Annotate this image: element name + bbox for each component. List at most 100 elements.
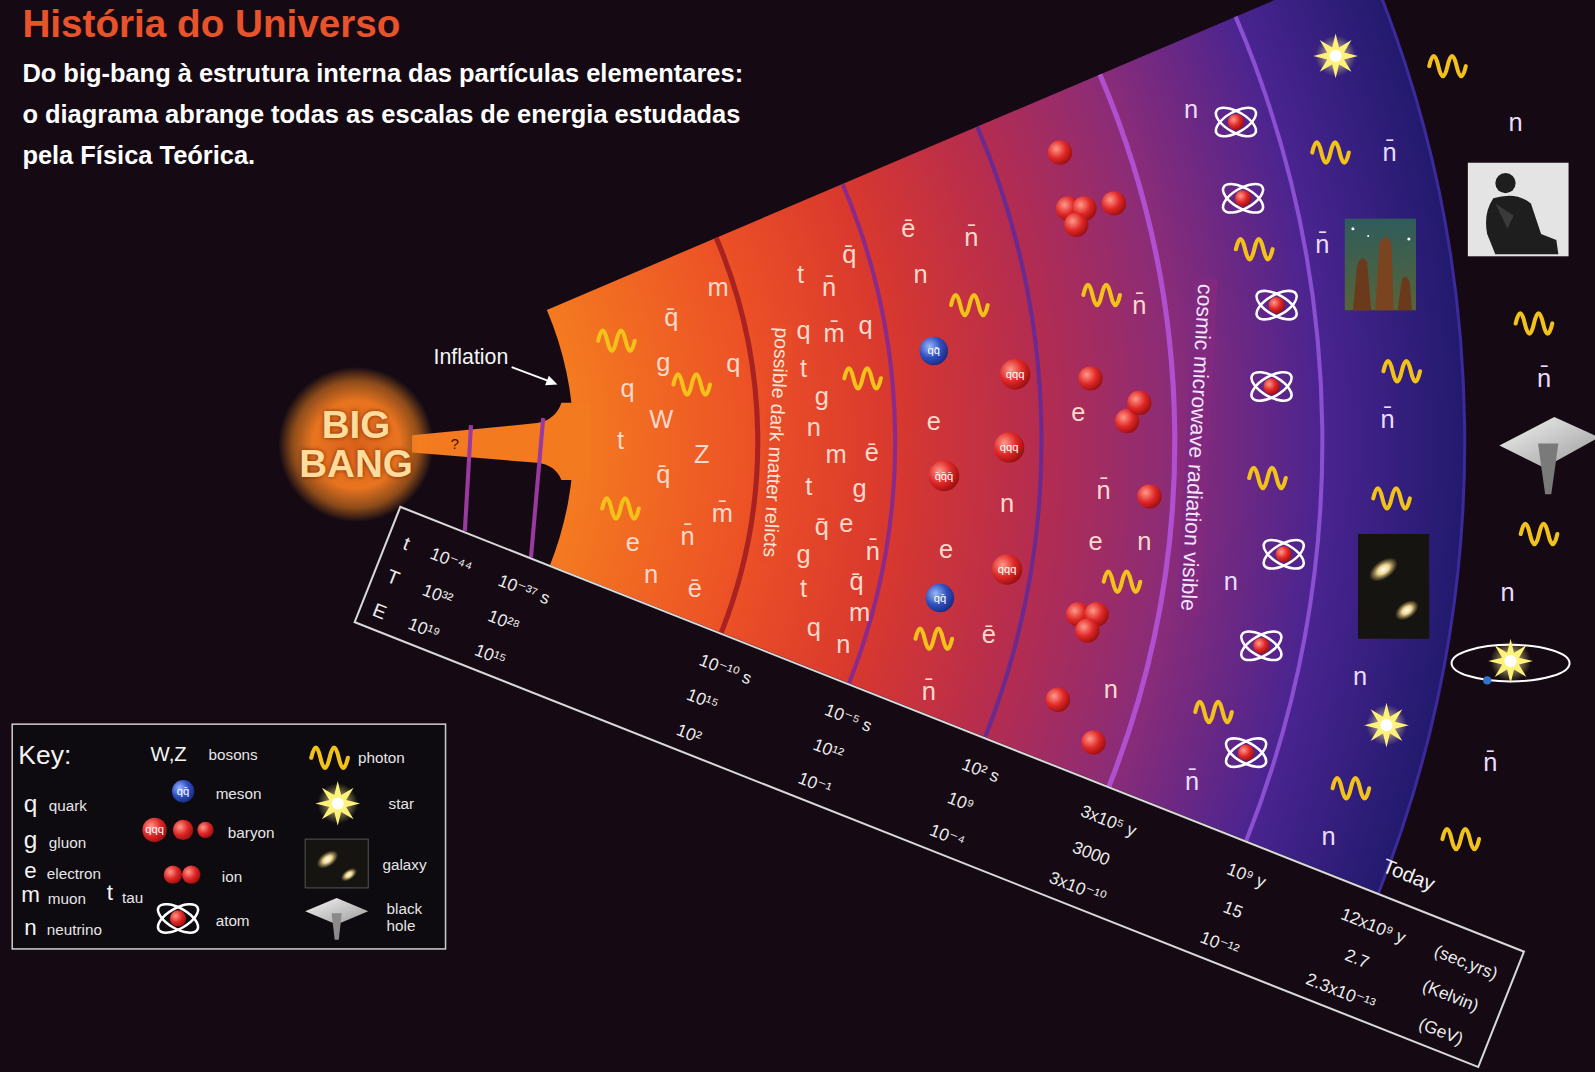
legend-symbol: g: [24, 828, 38, 852]
scale-value: E: [370, 600, 389, 623]
legend-label: star: [389, 796, 414, 811]
particle-symbol: n: [1184, 97, 1198, 122]
photon-wave: [598, 331, 635, 351]
galaxy-picture: [305, 839, 368, 888]
scale-value: 10⁻⁴: [927, 821, 967, 850]
particle-symbol: q: [807, 615, 821, 640]
particle-symbol: n̄: [922, 679, 936, 704]
scale-value: 12x10⁹ y: [1339, 905, 1409, 946]
quark-content: qqq: [145, 824, 164, 835]
photon-wave: [1195, 702, 1232, 722]
photon-wave: [311, 748, 348, 768]
particle-symbol: n: [1353, 664, 1367, 689]
legend-label: baryon: [228, 824, 275, 839]
leader-arrow: [512, 367, 549, 381]
particle-symbol: g: [852, 475, 866, 500]
scale-value: (Kelvin): [1420, 977, 1481, 1015]
particle-symbol: e: [839, 511, 853, 536]
legend-label: muon: [48, 890, 86, 905]
scale-value: 10² s: [960, 755, 1002, 785]
galaxy-picture: [1358, 534, 1429, 639]
particle-symbol: t: [797, 262, 804, 287]
particle-symbol: W: [649, 406, 673, 431]
star-symbol: [1364, 703, 1409, 748]
baryon-ball: [1000, 359, 1031, 390]
scale-value: 3x10⁵ y: [1078, 802, 1138, 839]
quark-content: q̄q̄q̄: [935, 470, 954, 481]
big-bang-text: BIG BANG: [299, 406, 413, 483]
title: História do Universo: [22, 4, 400, 43]
legend-symbol: t: [107, 882, 113, 904]
particle-symbol: n: [807, 414, 821, 439]
photon-wave: [1442, 829, 1479, 849]
particle-symbol: m̄: [712, 501, 733, 526]
photon-wave: [1373, 488, 1410, 508]
photon-wave: [951, 295, 988, 315]
scale-value: 10⁹: [945, 789, 976, 815]
legend-label: gluon: [49, 835, 86, 850]
particle-symbol: q: [621, 376, 635, 401]
particle-symbol: n̄: [1483, 750, 1497, 775]
meson-ball: [920, 337, 948, 365]
particle-symbol: e: [939, 537, 953, 562]
legend-label: galaxy: [382, 857, 426, 872]
baryon-ball: [173, 820, 193, 840]
legend-symbol: W,Z: [151, 743, 187, 763]
legend-label: tau: [122, 889, 143, 904]
legend-heading: Key:: [18, 741, 71, 767]
photon-wave: [1249, 468, 1286, 488]
meson-ball: [926, 584, 954, 612]
atom-symbol: [154, 898, 203, 938]
particle-symbol: n̄: [1132, 292, 1146, 317]
particle-symbol: ē: [865, 440, 879, 465]
particle-symbol: n̄: [1185, 768, 1199, 793]
legend-symbol: e: [24, 859, 36, 881]
quark-content: qq̄: [928, 345, 940, 356]
legend-label: quark: [49, 798, 87, 813]
particle-symbol: Z: [694, 442, 710, 467]
history-cone: [547, 0, 1465, 893]
particle-symbol: e: [1088, 528, 1102, 553]
era-line: [977, 127, 1041, 737]
particle-symbol: n: [914, 262, 928, 287]
particle-symbol: t: [800, 575, 807, 600]
era-line: [531, 418, 543, 557]
particle-symbol: ē: [982, 622, 996, 647]
particle-symbol: n̄: [964, 224, 978, 249]
particle-symbol: t: [805, 473, 812, 498]
scale-value: 10³²: [420, 581, 455, 608]
era-line: [1367, 0, 1465, 893]
particle-symbol: n̄: [1380, 406, 1394, 431]
scale-value: T: [384, 566, 402, 588]
caption: Do big-bang à estrutura interna das part…: [22, 53, 765, 175]
star-symbol: [315, 781, 360, 826]
scale-value: (GeV): [1416, 1015, 1465, 1048]
legend-frame: [12, 724, 445, 949]
particle-symbol: q̄: [664, 305, 678, 330]
particle-symbol: q̄: [849, 569, 863, 594]
particle-symbol: e: [626, 529, 640, 554]
baryon-ball: [992, 554, 1023, 585]
ions: [1046, 140, 1162, 754]
legend-label: electron: [47, 866, 101, 881]
scale-value: 10²: [674, 721, 704, 746]
scale-value: 2.3x10⁻¹³: [1304, 970, 1378, 1013]
baryon-ball: [929, 461, 960, 492]
nebula-picture: [1345, 219, 1416, 311]
particle-symbol: m: [708, 275, 729, 300]
particle-symbol: n: [644, 562, 658, 587]
photon-wave: [1083, 285, 1120, 305]
today-label: Today: [1380, 855, 1438, 894]
big-bang-glow: BIG BANG: [279, 367, 434, 522]
scale-value: 3000: [1070, 838, 1112, 868]
baryon-ball: [142, 818, 166, 842]
photon-wave: [1521, 524, 1558, 544]
quark-content: qq̄: [934, 592, 946, 603]
inflation-neck: [412, 403, 590, 480]
particle-symbol: n̄: [866, 539, 880, 564]
particle-symbol: n: [1500, 579, 1514, 604]
atom-symbol: [1252, 285, 1301, 325]
thinker-picture: [1468, 163, 1569, 257]
particle-symbol: ē: [901, 216, 915, 241]
